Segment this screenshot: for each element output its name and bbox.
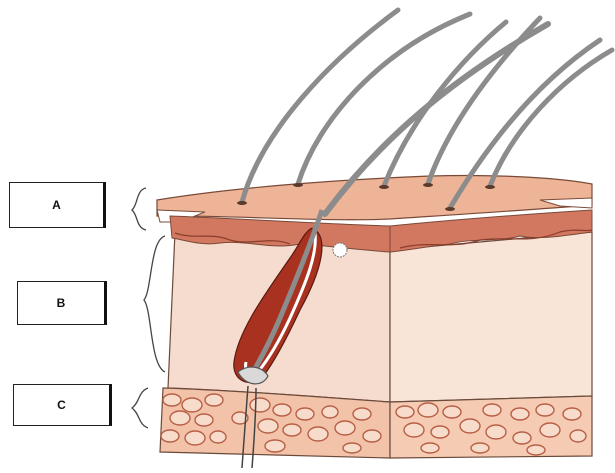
label-box-c: C bbox=[13, 384, 112, 426]
label-box-a: A bbox=[9, 182, 106, 228]
epidermis-top-surface bbox=[157, 175, 592, 219]
bracket-c bbox=[132, 388, 148, 428]
label-b-text: B bbox=[57, 296, 66, 310]
bracket-b bbox=[144, 236, 165, 372]
bracket-a bbox=[132, 188, 146, 230]
sebaceous-gland bbox=[333, 243, 347, 257]
label-c-text: C bbox=[57, 398, 66, 412]
label-a-text: A bbox=[52, 198, 61, 212]
label-box-b: B bbox=[17, 281, 107, 325]
dermis-side-face bbox=[390, 232, 592, 402]
